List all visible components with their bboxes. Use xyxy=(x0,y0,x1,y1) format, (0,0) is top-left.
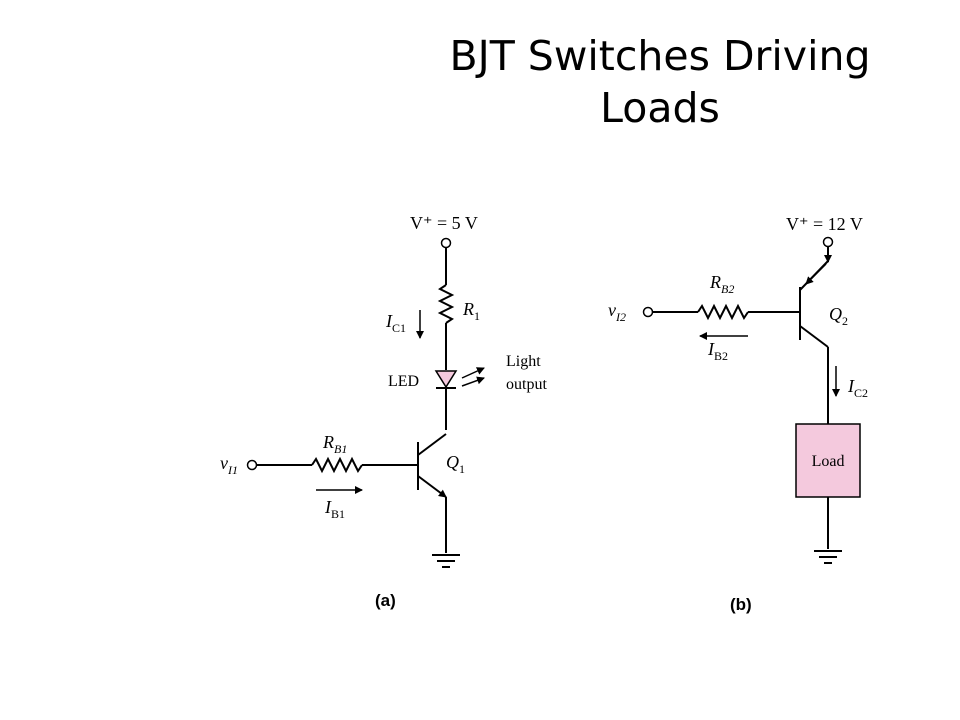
supply-a-terminal xyxy=(440,237,452,249)
collector-current-b-label: IC2 xyxy=(847,376,868,400)
input-a-terminal xyxy=(246,459,258,471)
caption-a: (a) xyxy=(375,591,396,610)
collector-current-a-label: IC1 xyxy=(385,311,406,335)
light-arrow-2 xyxy=(461,376,485,387)
ground-b xyxy=(814,550,842,564)
resistor-r1-label: R1 xyxy=(462,299,480,323)
transistor-q2 xyxy=(799,247,832,348)
transistor-q1-label: Q1 xyxy=(446,452,465,476)
slide-title: BJT Switches Driving Loads xyxy=(449,32,871,132)
resistor-rb2 xyxy=(697,303,749,321)
light-output-line1: Light xyxy=(506,353,541,370)
resistor-rb2-label: RB2 xyxy=(709,272,734,296)
resistor-r1 xyxy=(437,284,455,324)
resistor-rb1 xyxy=(311,456,363,474)
circuit-a: V⁺ = 5 V R1 IC1 LED Light output xyxy=(220,213,547,610)
transistor-q1 xyxy=(417,433,447,498)
base-current-b-label: IB2 xyxy=(707,339,728,363)
led-symbol xyxy=(434,370,458,389)
base-current-a-label: IB1 xyxy=(324,497,345,521)
led-label: LED xyxy=(388,373,419,390)
resistor-rb1-label: RB1 xyxy=(322,432,347,456)
supply-b-terminal xyxy=(822,236,834,248)
supply-b-label: V⁺ = 12 V xyxy=(786,214,863,234)
light-output-line2: output xyxy=(506,376,547,393)
transistor-q2-label: Q2 xyxy=(829,304,848,328)
input-b-label: vI2 xyxy=(608,300,626,324)
load-box xyxy=(795,423,861,498)
ground-a xyxy=(432,554,460,568)
supply-a-label: V⁺ = 5 V xyxy=(410,213,478,233)
input-a-label: vI1 xyxy=(220,453,238,477)
caption-b: (b) xyxy=(730,595,752,614)
circuit-b: V⁺ = 12 V Q2 vI2 RB2 IB2 xyxy=(608,214,868,614)
light-arrow-1 xyxy=(461,367,485,379)
input-b-terminal xyxy=(642,306,654,318)
load-label: Load xyxy=(812,453,845,470)
